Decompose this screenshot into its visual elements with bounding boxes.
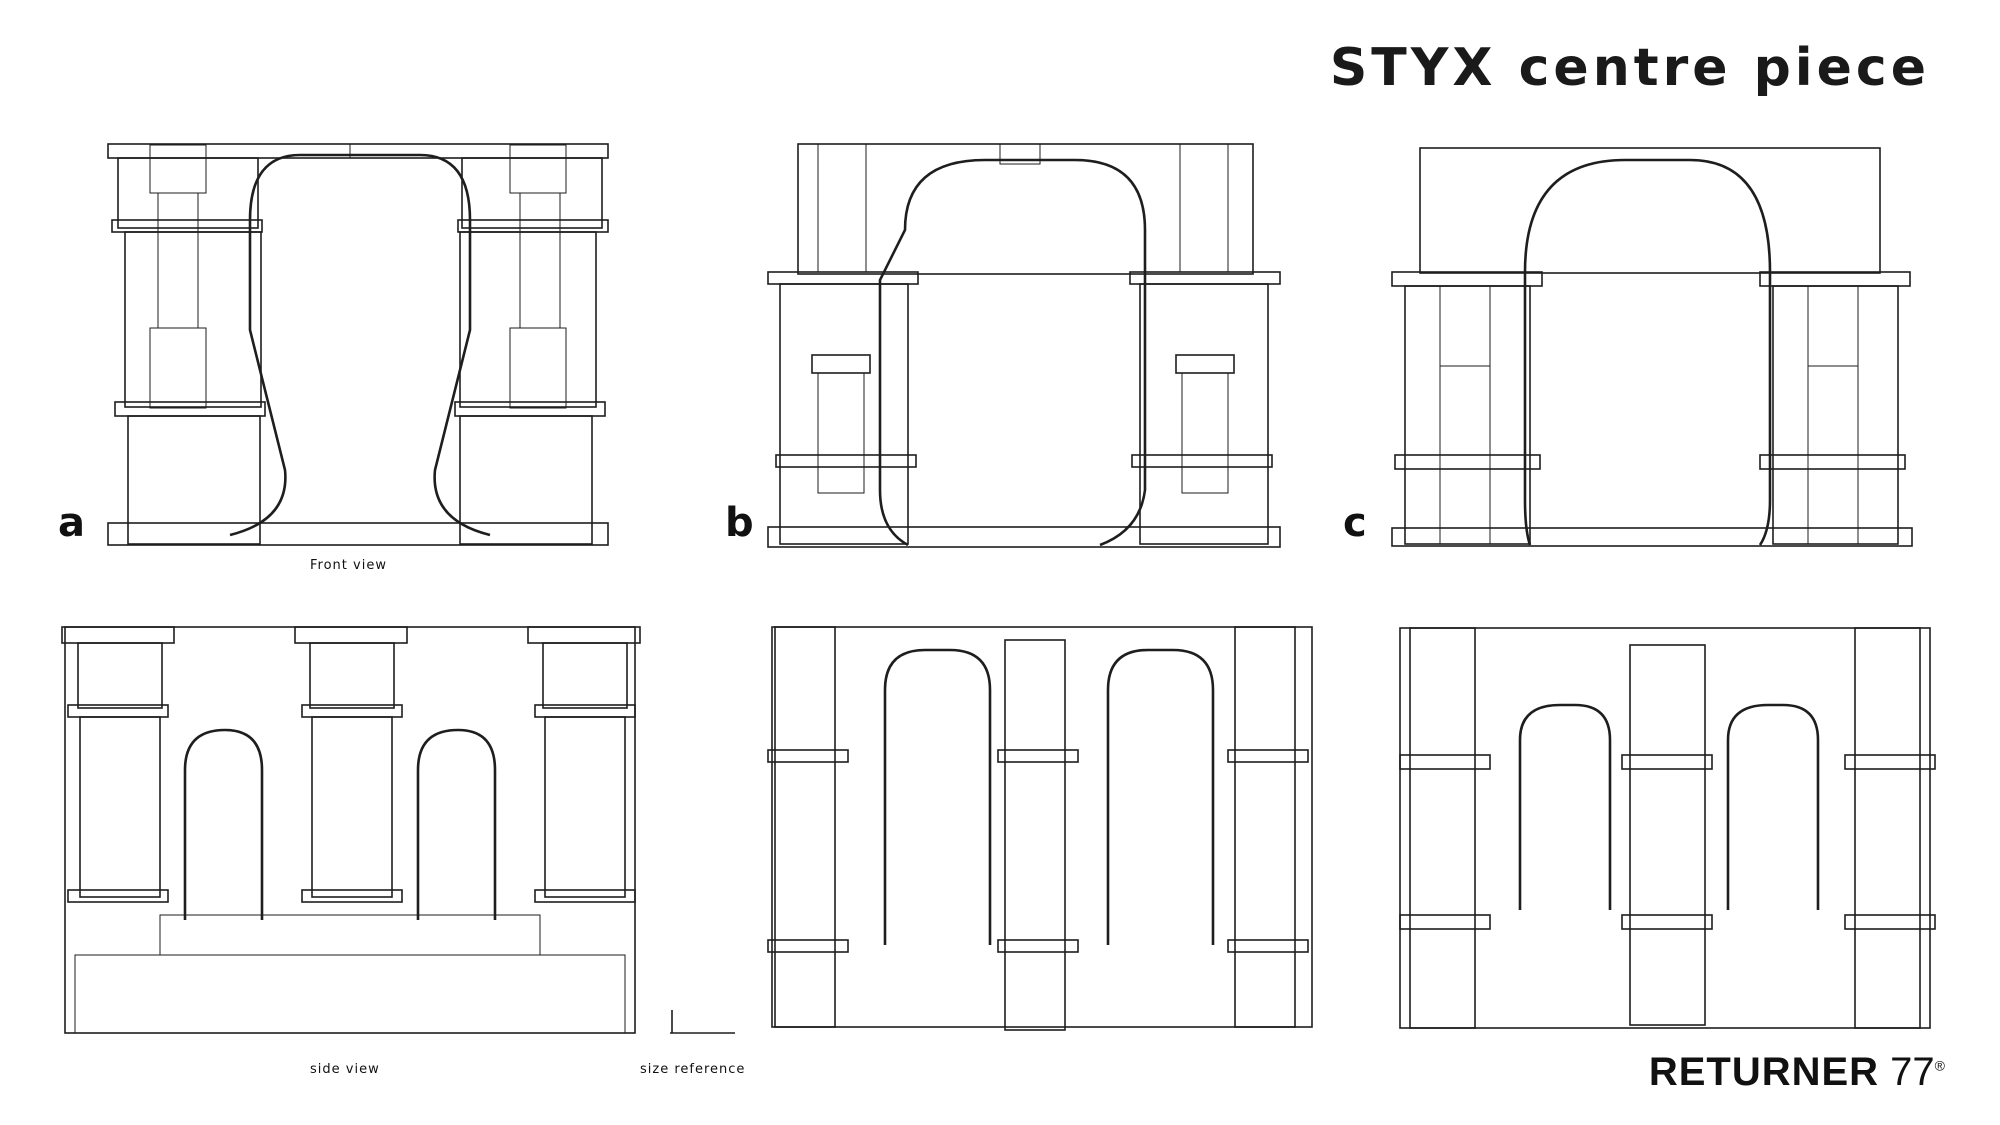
brand-number: 77 [1890,1050,1935,1094]
brand-name: RETURNER [1648,1050,1880,1094]
front-view-label: Front view [310,558,387,573]
variant-label-c: c [1343,500,1367,546]
brand-mark: ® [1934,1057,1945,1074]
front-view-b [767,143,1281,548]
side-view-c [1399,627,1936,1029]
side-view-b [767,626,1313,1031]
front-view-c [1391,147,1913,547]
variant-label-a: a [58,500,85,546]
variant-label-b: b [725,500,754,546]
size-reference-label: size reference [640,1062,746,1077]
front-view-a [107,143,609,546]
brand-logo: RETURNER 77® [1649,1050,1945,1095]
drawing-title: STYX centre piece [1329,38,1930,98]
side-view [61,626,735,1034]
side-view-label: side view [310,1062,380,1077]
